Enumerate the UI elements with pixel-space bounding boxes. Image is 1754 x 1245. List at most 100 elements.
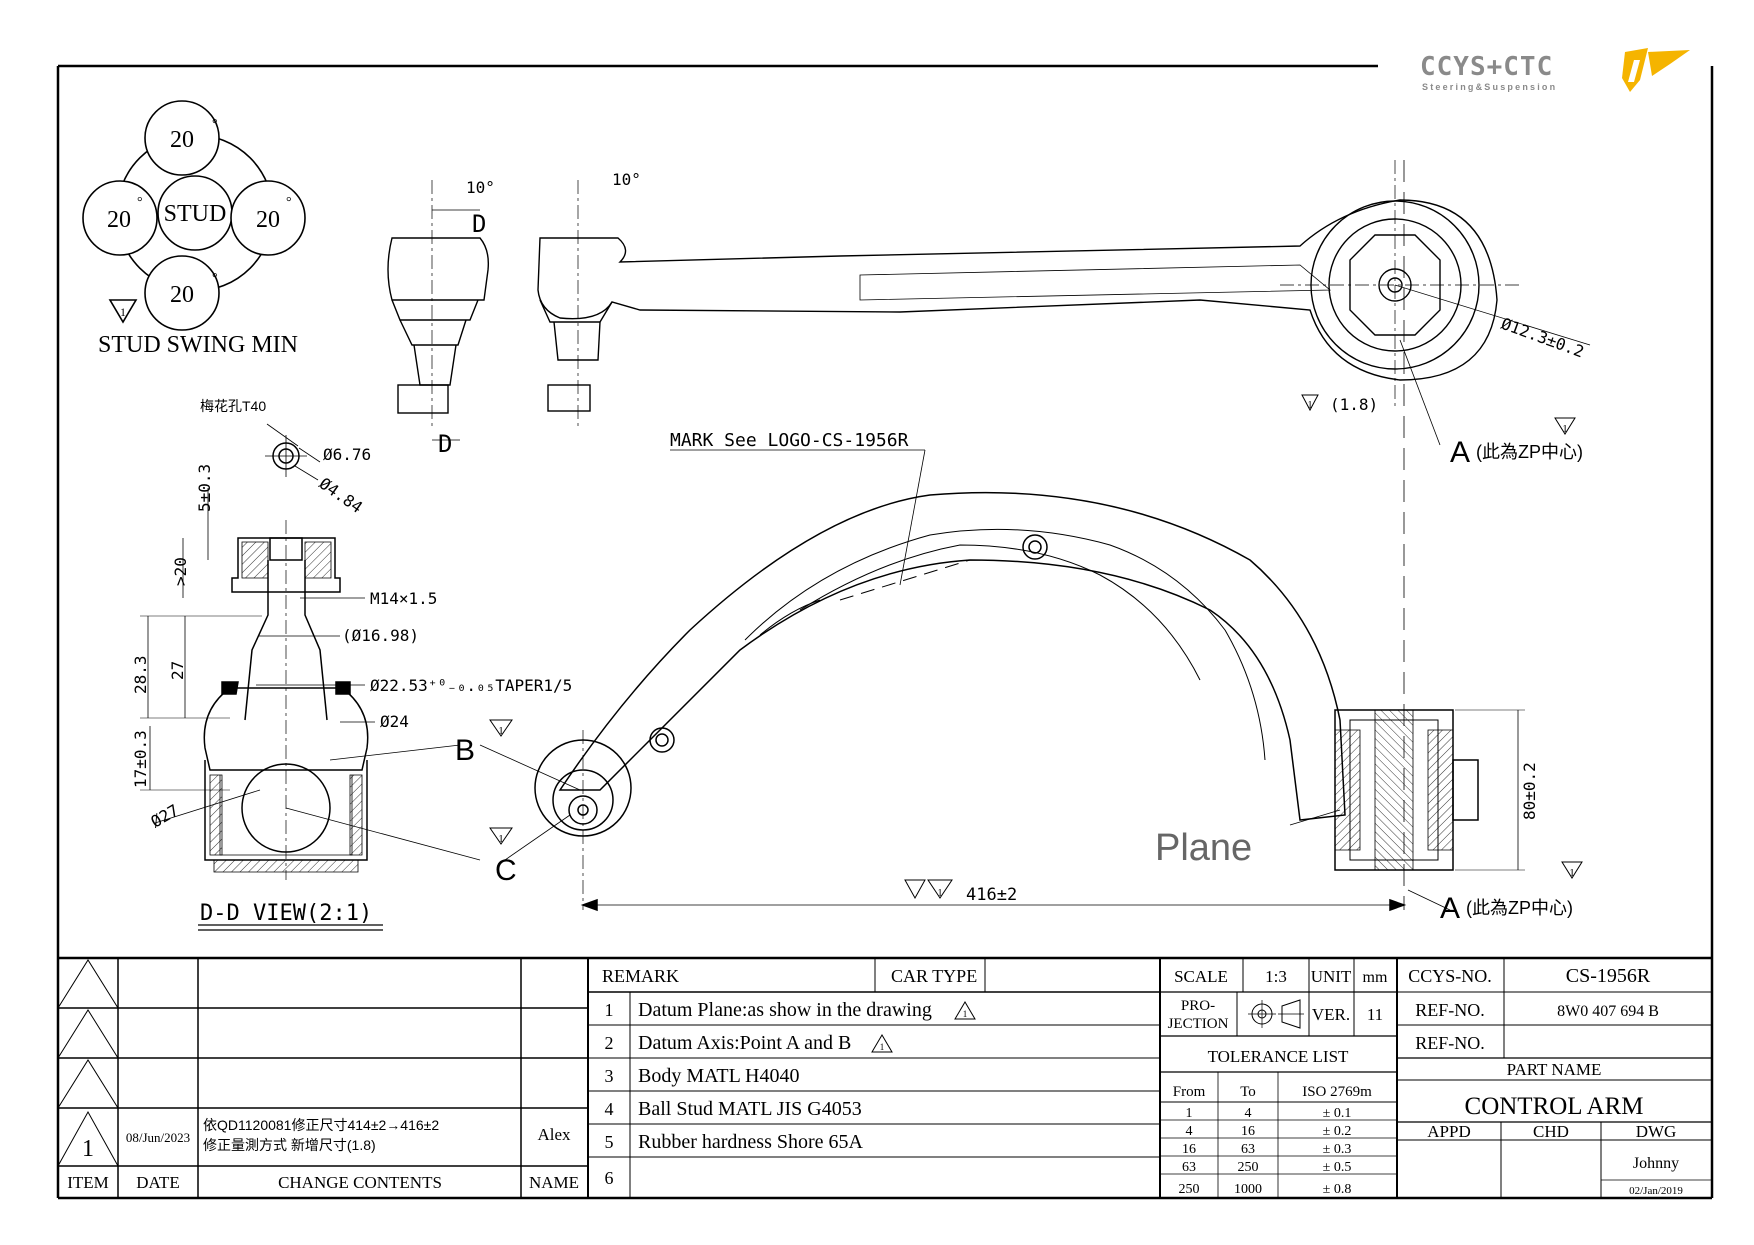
remark-header: REMARK (602, 966, 679, 986)
swing-bottom: 20 (170, 282, 194, 308)
dwg-name: Johnny (1633, 1155, 1679, 1172)
chd-label: CHD (1533, 1122, 1569, 1141)
ver-value: 11 (1367, 1005, 1383, 1024)
remark-2: Datum Axis:Point A and B (638, 1032, 851, 1054)
drawing-text: 4 (1186, 1124, 1193, 1139)
dim-27: 27 (168, 661, 187, 680)
drawing-text: 1 (120, 305, 126, 319)
remark-table: REMARK CAR TYPE 1 Datum Plane:as show in… (602, 966, 977, 1188)
title-block-grid (57, 956, 1712, 1198)
dim-d2253: Ø22.53⁺⁰₋₀.₀₅TAPER1/5 (370, 676, 572, 695)
part-name: CONTROL ARM (1465, 1093, 1644, 1120)
dim-d24: Ø24 (380, 712, 409, 731)
drawing-text: 63 (1182, 1160, 1196, 1175)
dd-view-title: D-D VIEW(2:1) (200, 901, 372, 926)
point-a-bottom: A (1440, 892, 1460, 925)
drawing-text: 1 (1569, 867, 1575, 879)
drawing-text: 16 (1241, 1124, 1255, 1139)
drawing-text: ° (212, 117, 218, 132)
drawing-text: 63 (1241, 1142, 1255, 1157)
rev-contents-1: 依QD1120081修正尺寸414±2→416±2 (203, 1117, 439, 1133)
drawing-text: 250 (1238, 1160, 1259, 1175)
torx-label: 梅花孔T40 (200, 398, 266, 414)
drawing-text: 16 (1182, 1142, 1196, 1157)
unit-value: mm (1363, 969, 1388, 986)
drawing-text: 250 (1179, 1182, 1200, 1197)
drawing-text: 1 (498, 725, 504, 737)
point-a-top: A (1450, 436, 1470, 469)
swing-right: 20 (256, 207, 280, 233)
tol-iso-header: ISO 2769m (1302, 1084, 1372, 1100)
drawing-text: 2 (605, 1033, 614, 1053)
drawing-text: ° (212, 271, 218, 286)
tol-from-header: From (1173, 1084, 1206, 1100)
col-change-contents: CHANGE CONTENTS (278, 1173, 442, 1192)
point-a-note-bottom: (此為ZP中心) (1466, 898, 1573, 918)
drawing-text: 1000 (1234, 1182, 1262, 1197)
section-d-top: D (472, 210, 486, 238)
stud-swing-caption: STUD SWING MIN (98, 332, 298, 358)
appd-label: APPD (1427, 1122, 1470, 1141)
scale-tolerance-block: SCALE 1:3 UNIT mm PRO- JECTION VER. 11 T… (1168, 967, 1388, 1197)
dim-d676: Ø6.76 (323, 445, 371, 464)
tolerance-title: TOLERANCE LIST (1208, 1047, 1349, 1066)
point-a-note-top: (此為ZP中心) (1476, 442, 1583, 462)
dim-1-8: (1.8) (1330, 395, 1378, 414)
drawing-text: 1 (605, 1000, 614, 1020)
remark-4: Ball Stud MATL JIS G4053 (638, 1098, 862, 1120)
dim-17: 17±0.3 (131, 730, 150, 788)
part-info-block: CCYS-NO. CS-1956R REF-NO. 8W0 407 694 B … (1408, 965, 1683, 1197)
point-c: C (495, 854, 517, 887)
dim-thread: M14×1.5 (370, 589, 437, 608)
drawing-text: 4 (605, 1099, 614, 1119)
plane-label: Plane (1155, 827, 1252, 869)
stud-swing-diagram (82, 100, 306, 331)
ccys-label: CCYS-NO. (1408, 966, 1492, 986)
drawing-text: ° (286, 195, 292, 210)
ref-label-1: REF-NO. (1415, 1000, 1485, 1020)
part-name-label: PART NAME (1507, 1060, 1602, 1079)
section-d-bottom: D (438, 430, 452, 458)
rev-date: 08/Jun/2023 (126, 1130, 190, 1145)
scale-value: 1:3 (1265, 967, 1287, 986)
dd-section-view (140, 423, 481, 931)
side-views (387, 160, 1591, 446)
remark-1: Datum Plane:as show in the drawing (638, 999, 932, 1021)
drawing-text: 5 (605, 1132, 614, 1152)
point-b: B (455, 734, 475, 767)
rev-item: 1 (82, 1136, 94, 1162)
dim-80: 80±0.2 (1520, 762, 1539, 820)
rev-name: Alex (537, 1125, 571, 1144)
ref-number-1: 8W0 407 694 B (1557, 1003, 1659, 1020)
dim-416: 416±2 (966, 885, 1017, 905)
mark-note: MARK See LOGO-CS-1956R (670, 430, 909, 451)
drawing-text: ± 0.1 (1323, 1106, 1352, 1121)
drawing-frame (56, 64, 1714, 1200)
drawing-text: 4 (1245, 1106, 1252, 1121)
ccys-number: CS-1956R (1566, 965, 1651, 987)
drawing-text: 1 (1186, 1106, 1193, 1121)
col-item: ITEM (67, 1173, 109, 1192)
remark-3: Body MATL H4040 (638, 1065, 799, 1087)
swing-left: 20 (107, 207, 131, 233)
dim-d1698: (Ø16.98) (342, 626, 419, 645)
drawing-text: 1 (1308, 400, 1313, 411)
col-name: NAME (529, 1173, 579, 1192)
drawing-text: ± 0.5 (1323, 1160, 1352, 1175)
stud-label: STUD (164, 201, 227, 227)
drawing-text: 3 (605, 1066, 614, 1086)
drawing-text: 1 (1562, 423, 1568, 435)
revision-table: 1 08/Jun/2023 依QD1120081修正尺寸414±2→416±2 … (67, 1117, 579, 1192)
dim-28-3: 28.3 (131, 655, 150, 694)
dwg-label: DWG (1636, 1122, 1677, 1141)
ver-label: VER. (1312, 1005, 1350, 1024)
car-type-header: CAR TYPE (891, 966, 977, 986)
projection-2: JECTION (1168, 1016, 1229, 1032)
drawing-text: ± 0.2 (1323, 1124, 1352, 1139)
dim-5: 5±0.3 (195, 464, 214, 512)
drawing-text: 1 (963, 1009, 968, 1019)
main-plan-view (479, 160, 1525, 912)
dim-gt20: >20 (171, 557, 190, 586)
